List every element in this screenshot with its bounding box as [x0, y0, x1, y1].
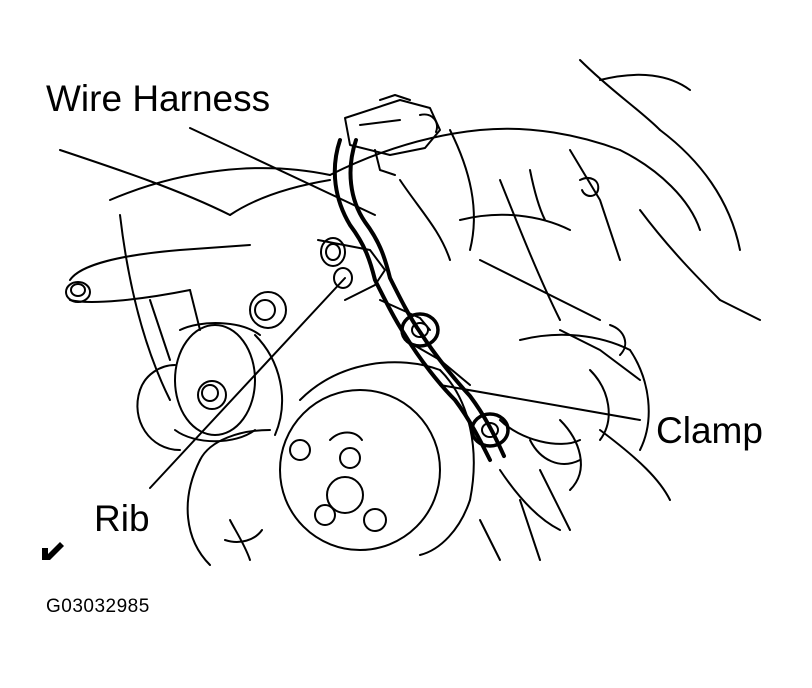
- wire-harness-path: [332, 138, 506, 462]
- edit-pencil-icon: [40, 540, 66, 562]
- label-clamp: Clamp: [656, 410, 763, 451]
- misc-details: [529, 169, 627, 356]
- clamps: [400, 312, 510, 448]
- rib-bolts: [249, 237, 386, 329]
- leader-lines: [149, 127, 641, 489]
- alternator: [186, 361, 475, 566]
- left-bracket: [65, 244, 251, 361]
- label-rib: Rib: [94, 498, 150, 539]
- label-wire-harness: Wire Harness: [46, 78, 271, 119]
- wire-connector: [344, 94, 441, 176]
- figure-code: G03032985: [46, 596, 150, 617]
- idler-pulley: [136, 322, 283, 451]
- engine-outline: [59, 59, 761, 561]
